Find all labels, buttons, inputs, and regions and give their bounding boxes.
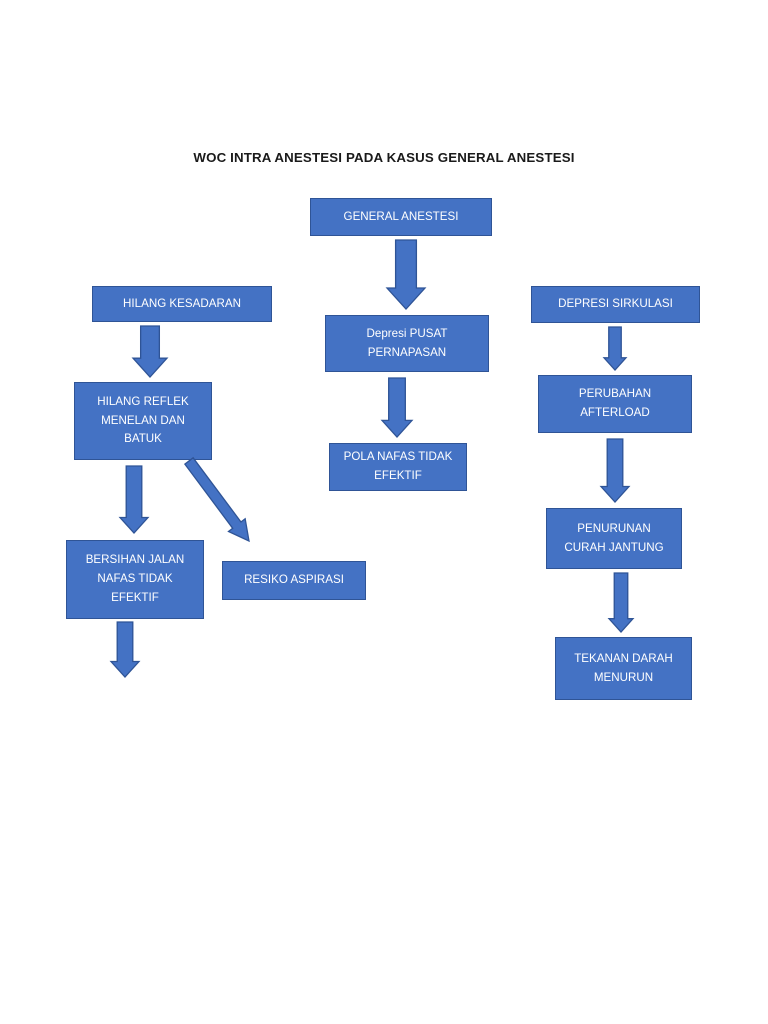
arrow-sirkulasi-to-afterload (602, 326, 628, 371)
arrow-depresi-pusat-to-pola-nafas (380, 377, 414, 438)
page-title: WOC INTRA ANESTESI PADA KASUS GENERAL AN… (193, 150, 575, 165)
node-general-anestesi[interactable]: GENERAL ANESTESI (310, 198, 492, 236)
node-hilang-reflek[interactable]: HILANG REFLEK MENELAN DAN BATUK (74, 382, 212, 460)
node-resiko-aspirasi[interactable]: RESIKO ASPIRASI (222, 561, 366, 600)
arrow-general-to-depresi-pusat (385, 239, 427, 310)
arrow-reflek-to-resiko-aspirasi (183, 456, 252, 544)
node-depresi-sirkulasi[interactable]: DEPRESI SIRKULASI (531, 286, 700, 323)
arrow-afterload-to-penurunan (599, 438, 631, 503)
node-perubahan-afterload[interactable]: PERUBAHAN AFTERLOAD (538, 375, 692, 433)
node-pola-nafas-tidak-efektif[interactable]: POLA NAFAS TIDAK EFEKTIF (329, 443, 467, 491)
arrow-reflek-to-bersihan (118, 465, 150, 534)
node-depresi-pusat-pernapasan[interactable]: Depresi PUSAT PERNAPASAN (325, 315, 489, 372)
node-bersihan-jalan-nafas[interactable]: BERSIHAN JALAN NAFAS TIDAK EFEKTIF (66, 540, 204, 619)
node-tekanan-darah-menurun[interactable]: TEKANAN DARAH MENURUN (555, 637, 692, 700)
arrow-kesadaran-to-reflek (131, 325, 169, 378)
arrow-penurunan-to-tekanan-darah (607, 572, 635, 633)
node-penurunan-curah-jantung[interactable]: PENURUNAN CURAH JANTUNG (546, 508, 682, 569)
arrow-bersihan-outflow (109, 621, 141, 678)
node-hilang-kesadaran[interactable]: HILANG KESADARAN (92, 286, 272, 322)
